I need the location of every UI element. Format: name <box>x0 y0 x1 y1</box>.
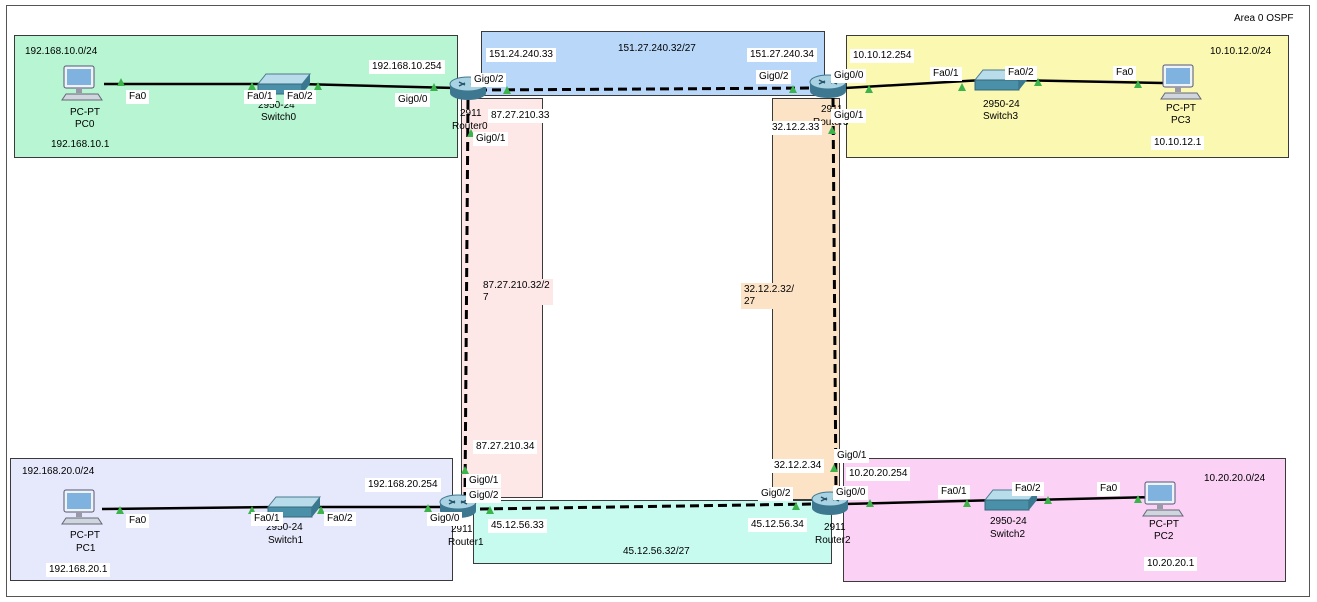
switch1-name: Switch1 <box>268 535 304 546</box>
cable-router3-switch3[interactable] <box>844 78 984 90</box>
link-r3-r2-network: 32.12.2.32/ 27 <box>741 283 798 309</box>
pc1-icon[interactable] <box>61 489 103 525</box>
pc3-ip: 10.10.12.1 <box>1151 136 1205 150</box>
router1-gig02-ip: 45.12.56.33 <box>488 519 547 533</box>
pc0-fa0-port: Fa0 <box>126 90 150 104</box>
router3-gig02-ip: 151.27.240.34 <box>747 48 817 62</box>
switch0-fa02-port: Fa0/2 <box>284 90 316 104</box>
pc3-type: PC-PT <box>1166 103 1196 114</box>
router2-gig00-port: Gig0/0 <box>833 486 869 500</box>
area-label: Area 0 OSPF <box>1231 12 1297 26</box>
lan-pc0-network: 192.168.10.0/24 <box>25 46 98 57</box>
pc3-name: PC3 <box>1171 115 1191 126</box>
switch1-fa02-port: Fa0/2 <box>324 512 356 526</box>
pc2-name: PC2 <box>1154 531 1174 542</box>
switch3-fa01-port: Fa0/1 <box>930 67 962 81</box>
link-r3-r2-area <box>772 98 840 500</box>
switch3-fa02-port: Fa0/2 <box>1005 66 1037 80</box>
lan-pc3-network: 10.10.12.0/24 <box>1210 46 1272 57</box>
lan-pc3-area <box>846 35 1289 158</box>
pc0-icon[interactable] <box>61 65 103 101</box>
router0-name: Router0 <box>452 121 488 132</box>
cable-router0-router3[interactable] <box>477 86 815 92</box>
router3-gig00-ip: 10.10.12.254 <box>850 49 915 63</box>
lan-pc2-network: 10.20.20.0/24 <box>1204 473 1266 484</box>
router2-gig01-port: Gig0/1 <box>834 449 870 463</box>
router2-gig01-ip: 32.12.2.34 <box>771 459 825 473</box>
switch0-icon[interactable] <box>256 73 312 95</box>
pc1-type: PC-PT <box>70 530 100 541</box>
router2-gig02-ip: 45.12.56.34 <box>748 518 807 532</box>
switch1-icon[interactable] <box>266 496 322 518</box>
workspace-frame <box>6 5 1310 597</box>
cable-pc1-switch1[interactable] <box>101 505 281 511</box>
switch1-type: 2950-24 <box>266 522 303 533</box>
router1-gig00-ip: 192.168.20.254 <box>365 478 441 492</box>
lan-pc2-area <box>843 458 1286 582</box>
cable-router0-router1[interactable] <box>463 99 470 496</box>
pc0-name: PC0 <box>75 119 95 130</box>
cable-switch3-pc3[interactable] <box>1009 78 1164 85</box>
pc1-ip: 192.168.20.1 <box>46 563 111 577</box>
router0-gig01-port: Gig0/1 <box>473 132 509 146</box>
router0-type: 2911 <box>460 108 482 119</box>
router1-gig01-port: Gig0/1 <box>466 474 502 488</box>
lan-pc1-network: 192.168.20.0/24 <box>22 466 95 477</box>
router1-gig02-port: Gig0/2 <box>466 489 502 503</box>
switch0-fa01-port: Fa0/1 <box>244 90 276 104</box>
cable-router1-router2[interactable] <box>479 502 816 511</box>
switch0-type: 2950-24 <box>258 100 295 111</box>
pc1-name: PC1 <box>76 543 96 554</box>
port-status-indicators <box>116 78 1142 514</box>
switch1-fa01-port: Fa0/1 <box>251 512 283 526</box>
router2-name: Router2 <box>815 535 851 546</box>
router2-type: 2911 <box>824 522 846 533</box>
pc3-icon[interactable] <box>1160 64 1202 100</box>
switch2-name: Switch2 <box>990 529 1026 540</box>
pc0-ip: 192.168.10.1 <box>51 139 110 150</box>
pc1-fa0-port: Fa0 <box>126 514 150 528</box>
router3-gig01-ip: 32.12.2.33 <box>769 121 823 135</box>
router2-gig00-ip: 10.20.20.254 <box>846 467 911 481</box>
cable-switch2-pc2[interactable] <box>1029 495 1158 502</box>
cable-router3-router2[interactable] <box>831 97 838 495</box>
switch3-name: Switch3 <box>983 111 1019 122</box>
router0-gig02-ip: 151.24.240.33 <box>486 48 556 62</box>
switch2-type: 2950-24 <box>990 516 1027 527</box>
link-r1-r2-network: 45.12.56.32/27 <box>623 546 690 557</box>
switch2-fa01-port: Fa0/1 <box>938 485 970 499</box>
router0-gig01-ip: 87.27.210.33 <box>488 109 553 123</box>
router3-gig02-port: Gig0/2 <box>756 70 792 84</box>
pc3-fa0-port: Fa0 <box>1113 66 1137 80</box>
router1-name: Router1 <box>448 537 484 548</box>
router0-gig00-ip: 192.168.10.254 <box>369 60 445 74</box>
router1-gig01-ip: 87.27.210.34 <box>473 440 538 454</box>
pc2-ip: 10.20.20.1 <box>1144 557 1198 571</box>
router3-gig01-port: Gig0/1 <box>831 109 867 123</box>
router1-gig00-port: Gig0/0 <box>427 512 463 526</box>
link-r0-r3-network: 151.27.240.32/27 <box>618 43 696 54</box>
router3-name: Router3 <box>813 117 849 129</box>
switch3-type: 2950-24 <box>983 99 1020 110</box>
pc2-type: PC-PT <box>1149 519 1179 530</box>
pc0-type: PC-PT <box>70 107 100 118</box>
link-r0-r3-area <box>481 31 825 96</box>
pc2-fa0-port: Fa0 <box>1097 482 1121 496</box>
router1-type: 2911 <box>451 524 473 535</box>
router3-gig00-port: Gig0/0 <box>831 69 867 83</box>
switch0-name: Switch0 <box>261 112 297 123</box>
link-r0-r1-network: 87.27.210.32/2 7 <box>480 279 553 305</box>
pc2-icon[interactable] <box>1142 481 1184 517</box>
router0-gig00-port: Gig0/0 <box>395 93 431 107</box>
router0-gig02-port: Gig0/2 <box>471 73 507 87</box>
router2-gig02-port: Gig0/2 <box>758 487 794 501</box>
cable-switch0-router0[interactable] <box>299 82 456 90</box>
switch2-fa02-port: Fa0/2 <box>1012 482 1044 496</box>
